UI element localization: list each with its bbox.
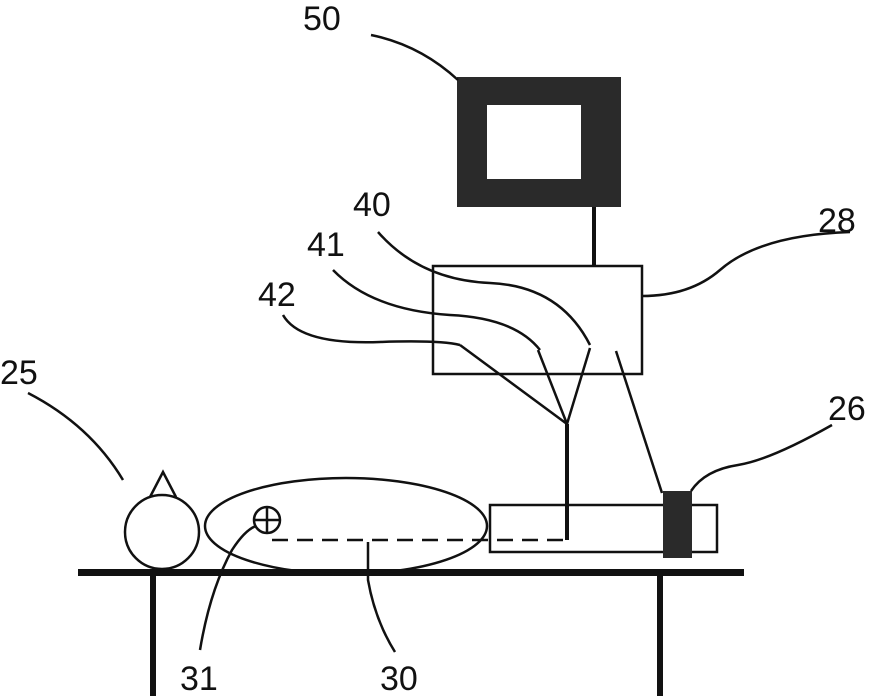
label-30: 30 bbox=[380, 660, 418, 696]
label-25: 25 bbox=[0, 354, 38, 392]
leader-50 bbox=[371, 35, 458, 80]
leader-31 bbox=[200, 526, 256, 650]
table-leg-left bbox=[150, 576, 156, 696]
coil-cable bbox=[616, 351, 662, 493]
target-marker bbox=[254, 507, 280, 533]
label-26: 26 bbox=[828, 390, 866, 428]
monitor bbox=[457, 77, 621, 207]
body-ellipse bbox=[205, 478, 487, 574]
label-40: 40 bbox=[353, 186, 391, 224]
head-circle bbox=[125, 495, 199, 569]
coil-block bbox=[663, 491, 692, 558]
monitor-screen bbox=[487, 105, 581, 179]
line-40 bbox=[567, 348, 590, 424]
label-41: 41 bbox=[307, 226, 345, 264]
label-42: 42 bbox=[258, 276, 296, 314]
leader-41 bbox=[333, 270, 540, 350]
leader-26 bbox=[691, 425, 832, 491]
leader-40 bbox=[378, 232, 590, 345]
label-31: 31 bbox=[180, 660, 218, 696]
table-top bbox=[78, 569, 744, 576]
control-unit-box bbox=[433, 266, 642, 374]
leader-25 bbox=[28, 393, 123, 480]
label-28: 28 bbox=[818, 202, 856, 240]
leader-30 bbox=[368, 542, 395, 652]
leader-28 bbox=[642, 232, 850, 296]
label-50: 50 bbox=[303, 0, 341, 38]
nose-triangle bbox=[150, 472, 176, 497]
table-leg-right bbox=[657, 576, 663, 696]
